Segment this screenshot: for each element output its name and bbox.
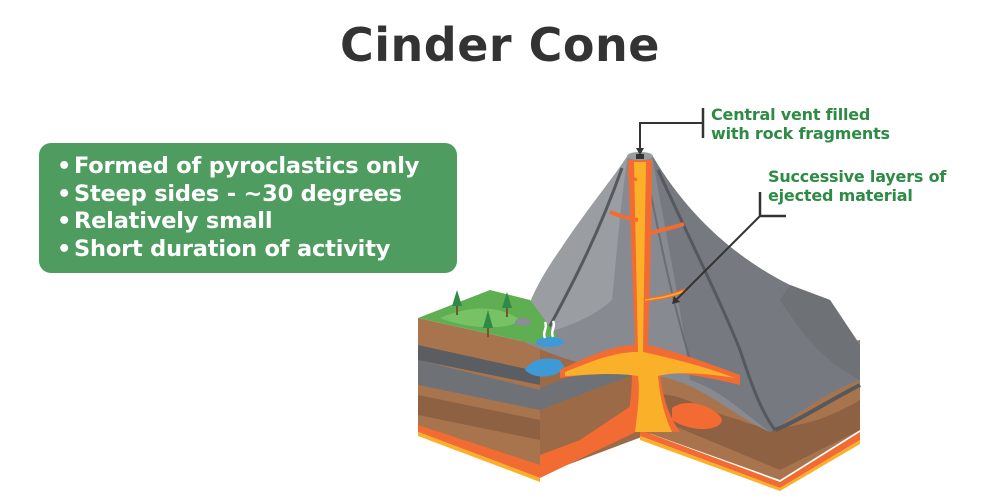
characteristic-text: Formed of pyroclastics only xyxy=(74,153,420,179)
characteristic-text: Relatively small xyxy=(74,208,273,234)
callout-layers-line1: Successive layers of xyxy=(768,167,947,186)
characteristic-item: •Formed of pyroclastics only xyxy=(57,153,457,181)
callout-vent-line2: with rock fragments xyxy=(711,124,890,143)
arrow-head-icon xyxy=(672,296,680,304)
lake xyxy=(525,358,565,377)
steam-icon xyxy=(550,320,556,338)
characteristic-text: Short duration of activity xyxy=(74,235,391,262)
callout-central-vent: Central vent filled with rock fragments xyxy=(711,105,890,143)
bullet-icon: • xyxy=(57,235,72,262)
tree-icon xyxy=(502,292,512,317)
layers-callout-leader xyxy=(672,192,786,304)
characteristic-item: •Relatively small xyxy=(57,208,457,236)
callout-successive-layers: Successive layers of ejected material xyxy=(768,167,946,205)
callout-vent-line1: Central vent filled xyxy=(711,105,871,124)
characteristic-text: Steep sides - ~30 degrees xyxy=(74,180,402,207)
bullet-icon: • xyxy=(57,153,72,179)
rock-icon xyxy=(515,318,531,326)
grassland xyxy=(418,290,565,377)
callout-layers-line2: ejected material xyxy=(768,186,913,205)
tree-icon xyxy=(483,310,493,337)
bullet-icon: • xyxy=(57,208,72,234)
magma-conduit xyxy=(560,154,740,432)
characteristics-box: •Formed of pyroclastics only •Steep side… xyxy=(39,143,457,273)
page-title: Cinder Cone xyxy=(340,18,660,72)
hot-spring xyxy=(536,337,564,347)
vent-callout-leader xyxy=(636,108,705,155)
characteristic-item: •Short duration of activity xyxy=(57,236,457,264)
tree-icon xyxy=(452,290,462,315)
central-vent xyxy=(636,154,644,159)
characteristic-item: •Steep sides - ~30 degrees xyxy=(57,181,457,209)
bullet-icon: • xyxy=(57,180,72,207)
steam-icon xyxy=(542,321,548,339)
characteristics-list: •Formed of pyroclastics only •Steep side… xyxy=(57,153,457,263)
arrow-head-icon xyxy=(636,148,644,155)
